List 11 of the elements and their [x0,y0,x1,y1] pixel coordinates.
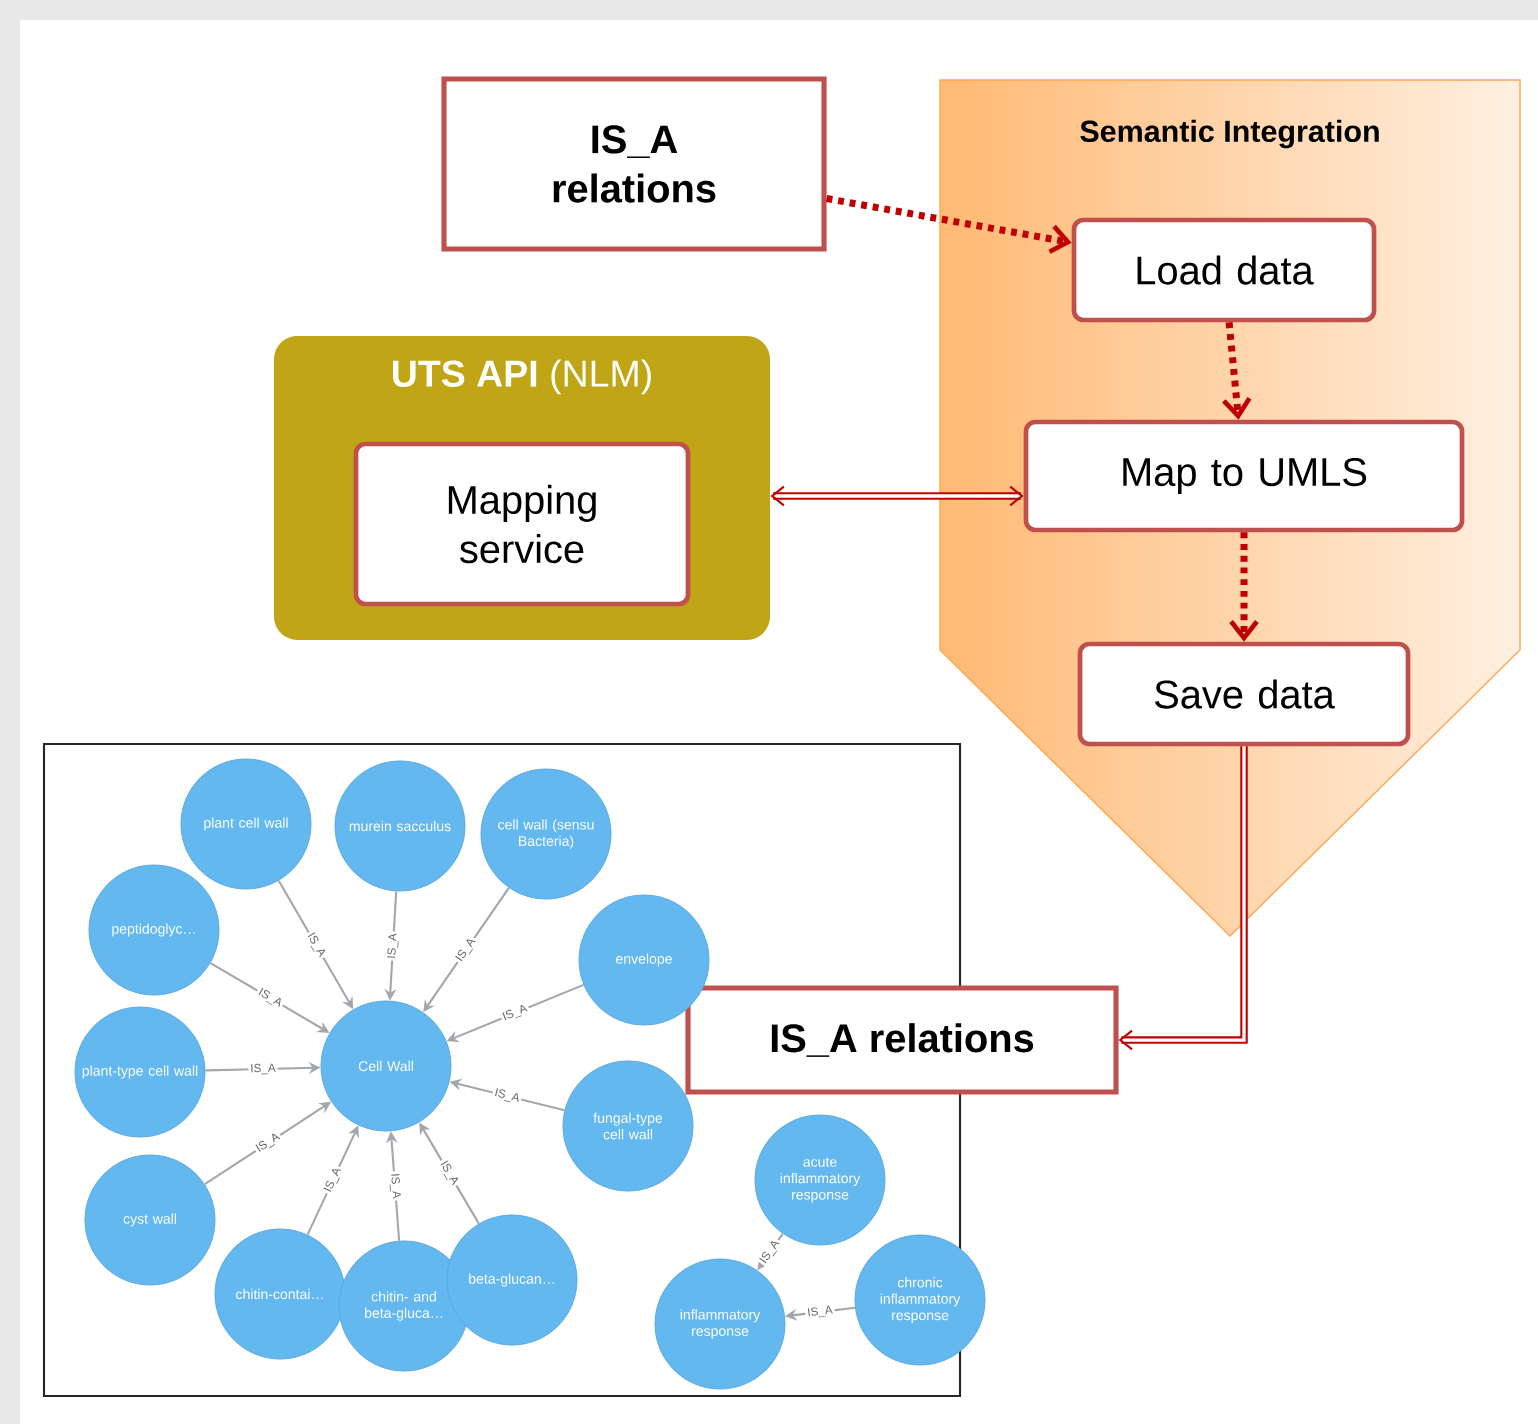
output-box: IS_A relations [685,985,1119,1095]
process-box: Map to UMLS [1023,419,1465,533]
arrow [1118,746,1248,1051]
arrow [1222,322,1252,420]
process-box: Load data [1071,217,1377,323]
process-box: Mapping service [353,441,691,607]
arrow [825,195,1072,254]
source-box: IS_A relations [441,76,827,252]
arrow [770,485,1024,507]
process-box: Save data [1077,641,1411,747]
arrow [1229,532,1259,642]
